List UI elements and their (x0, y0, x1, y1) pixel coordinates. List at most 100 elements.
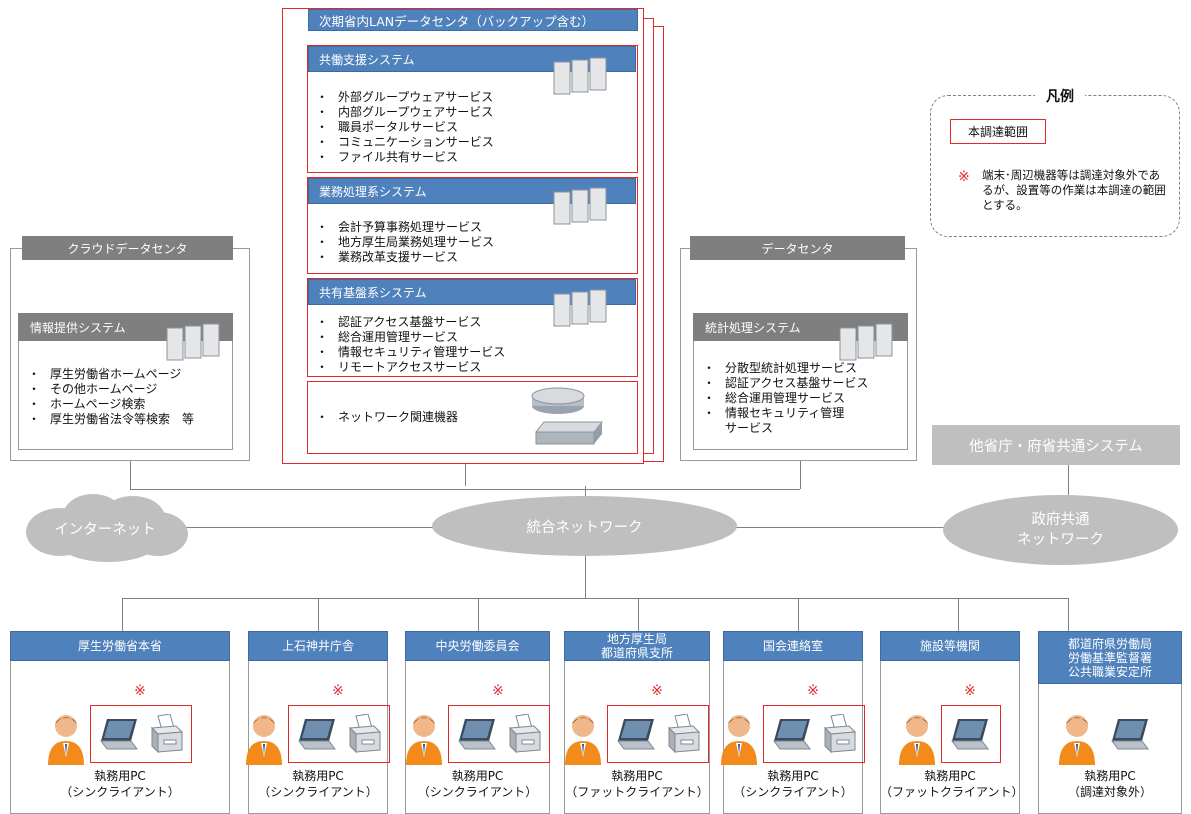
user-icon (244, 713, 284, 769)
office-block: 中央労働委員会※執務用PC（シンクライアント） (405, 631, 550, 814)
service-item: 厚生労働省ホームページ (28, 367, 194, 382)
service-item: ファイル共有サービス (316, 150, 494, 165)
pc-type-caption: （調達対象外） (1067, 785, 1152, 799)
connector (122, 598, 1068, 599)
out-of-scope-mark: ※ (964, 683, 976, 699)
internet-label: インターネット (54, 522, 156, 538)
office-block: 都道府県労働局 労働基準監督署 公共職業安定所執務用PC（調達対象外） (1038, 631, 1182, 814)
service-item: ホームページ検索 (28, 397, 194, 412)
service-item: 総合運用管理サービス (316, 330, 505, 345)
connector (130, 489, 800, 490)
legend-scope-box: 本調達範囲 (950, 119, 1046, 144)
dc-title: 次期省内LANデータセンタ（バックアップ含む） (308, 9, 638, 31)
connector (1068, 465, 1069, 495)
server-icon (166, 323, 220, 361)
user-icon (404, 713, 444, 769)
cloud-dc-title: クラウドデータセンタ (22, 236, 233, 260)
laptop-icon (614, 717, 658, 757)
connector (585, 556, 586, 598)
connector (798, 598, 799, 632)
service-item: 外部グループウェアサービス (316, 90, 494, 105)
service-item: 業務改革支援サービス (316, 250, 494, 265)
connector (175, 527, 437, 528)
pc-type-caption: （シンクライアント） (733, 785, 853, 799)
other-ministries-system: 他省庁・府省共通システム (932, 425, 1180, 465)
connector (465, 464, 466, 486)
office-title: 国会連絡室 (723, 631, 863, 661)
server-icon (839, 323, 893, 361)
pc-caption: 執務用PC (451, 769, 504, 783)
connector (478, 598, 479, 632)
service-item: 認証アクセス基盤サービス (316, 315, 505, 330)
procurement-scope-box (448, 705, 550, 763)
user-icon (897, 713, 937, 769)
office-block: 厚生労働省本省※執務用PC（シンクライアント） (10, 631, 230, 814)
network-equipment-block: ネットワーク関連機器 (307, 381, 638, 454)
pc-type-caption: （ファットクライアント） (880, 785, 1024, 799)
pc-type-caption: （シンクライアント） (258, 785, 378, 799)
office-title: 上石神井庁舎 (248, 631, 388, 661)
user-icon (46, 713, 86, 769)
connector (638, 598, 639, 632)
connector (735, 527, 945, 528)
service-item: 総合運用管理サービス (703, 391, 903, 406)
service-item: 地方厚生局業務処理サービス (316, 235, 494, 250)
printer-icon (148, 713, 184, 758)
procurement-scope-box (607, 705, 709, 763)
user-icon (1057, 713, 1097, 769)
service-list: 外部グループウェアサービス 内部グループウェアサービス 職員ポータルサービス コ… (316, 90, 494, 165)
server-icon (553, 187, 607, 225)
procurement-scope-box (763, 705, 865, 763)
pc-caption: 執務用PC (767, 769, 819, 783)
office-body (1038, 684, 1182, 814)
connector (1068, 598, 1069, 632)
pc-caption: 執務用PC (924, 769, 976, 783)
stats-dc-title: データセンタ (690, 236, 905, 260)
service-item: 認証アクセス基盤サービス (703, 376, 903, 391)
office-title: 都道府県労働局 労働基準監督署 公共職業安定所 (1038, 631, 1182, 684)
integrated-network: 統合ネットワーク (432, 496, 737, 556)
pc-caption: 執務用PC (292, 769, 344, 783)
service-item: コミュニケーションサービス (316, 135, 494, 150)
laptop-icon (97, 717, 141, 757)
service-list: 会計予算事務処理サービス 地方厚生局業務処理サービス 業務改革支援サービス (316, 220, 494, 265)
system-block-collab: 共働支援システム 外部グループウェアサービス 内部グループウェアサービス 職員ポ… (307, 45, 638, 173)
government-network: 政府共通 ネットワーク (943, 495, 1178, 565)
connector (958, 598, 959, 632)
printer-icon (665, 713, 701, 758)
out-of-scope-mark: ※ (807, 683, 819, 699)
service-list: 分散型統計処理サービス 認証アクセス基盤サービス 総合運用管理サービス 情報セキ… (703, 361, 903, 436)
service-item: 職員ポータルサービス (316, 120, 494, 135)
connector (122, 598, 123, 632)
service-item: ネットワーク関連機器 (316, 410, 458, 425)
procurement-scope-box (90, 705, 192, 763)
user-icon (563, 713, 603, 769)
legend-title: 凡例 (1035, 86, 1085, 106)
system-title: 共働支援システム (308, 46, 636, 72)
service-list: 厚生労働省ホームページ その他ホームページ ホームページ検索 厚生労働省法令等検… (28, 367, 194, 427)
service-item: 分散型統計処理サービス (703, 361, 903, 376)
service-item: リモートアクセスサービス (316, 360, 505, 375)
integrated-network-label: 統合ネットワーク (526, 519, 643, 536)
pc-type-caption: （シンクライアント） (60, 785, 180, 799)
service-item: 内部グループウェアサービス (316, 105, 494, 120)
office-title: 施設等機関 (880, 631, 1020, 661)
service-list: ネットワーク関連機器 (316, 410, 458, 425)
office-body (880, 661, 1020, 814)
out-of-scope-mark: ※ (332, 683, 344, 699)
pc-type-caption: （ファットクライアント） (565, 785, 709, 799)
service-list: 認証アクセス基盤サービス 総合運用管理サービス 情報セキュリティ管理サービス リ… (316, 315, 505, 375)
office-block: 上石神井庁舎 ※ 執務用PC （シンクライアント） (246, 631, 390, 814)
switch-icon (534, 421, 604, 445)
service-item: 情報セキュリティ管理サービス (316, 345, 505, 360)
user-icon (719, 713, 759, 769)
laptop-icon (770, 717, 814, 757)
service-item: その他ホームページ (28, 382, 194, 397)
laptop-icon (455, 717, 499, 757)
out-of-scope-mark: ※ (492, 683, 504, 699)
legend-note-mark: ※ (958, 169, 970, 185)
connector (318, 598, 319, 632)
service-item: 情報セキュリティ管理 サービス (703, 406, 903, 436)
legend-panel (930, 95, 1180, 237)
system-block-shared: 共有基盤系システム 認証アクセス基盤サービス 総合運用管理サービス 情報セキュリ… (307, 278, 638, 377)
